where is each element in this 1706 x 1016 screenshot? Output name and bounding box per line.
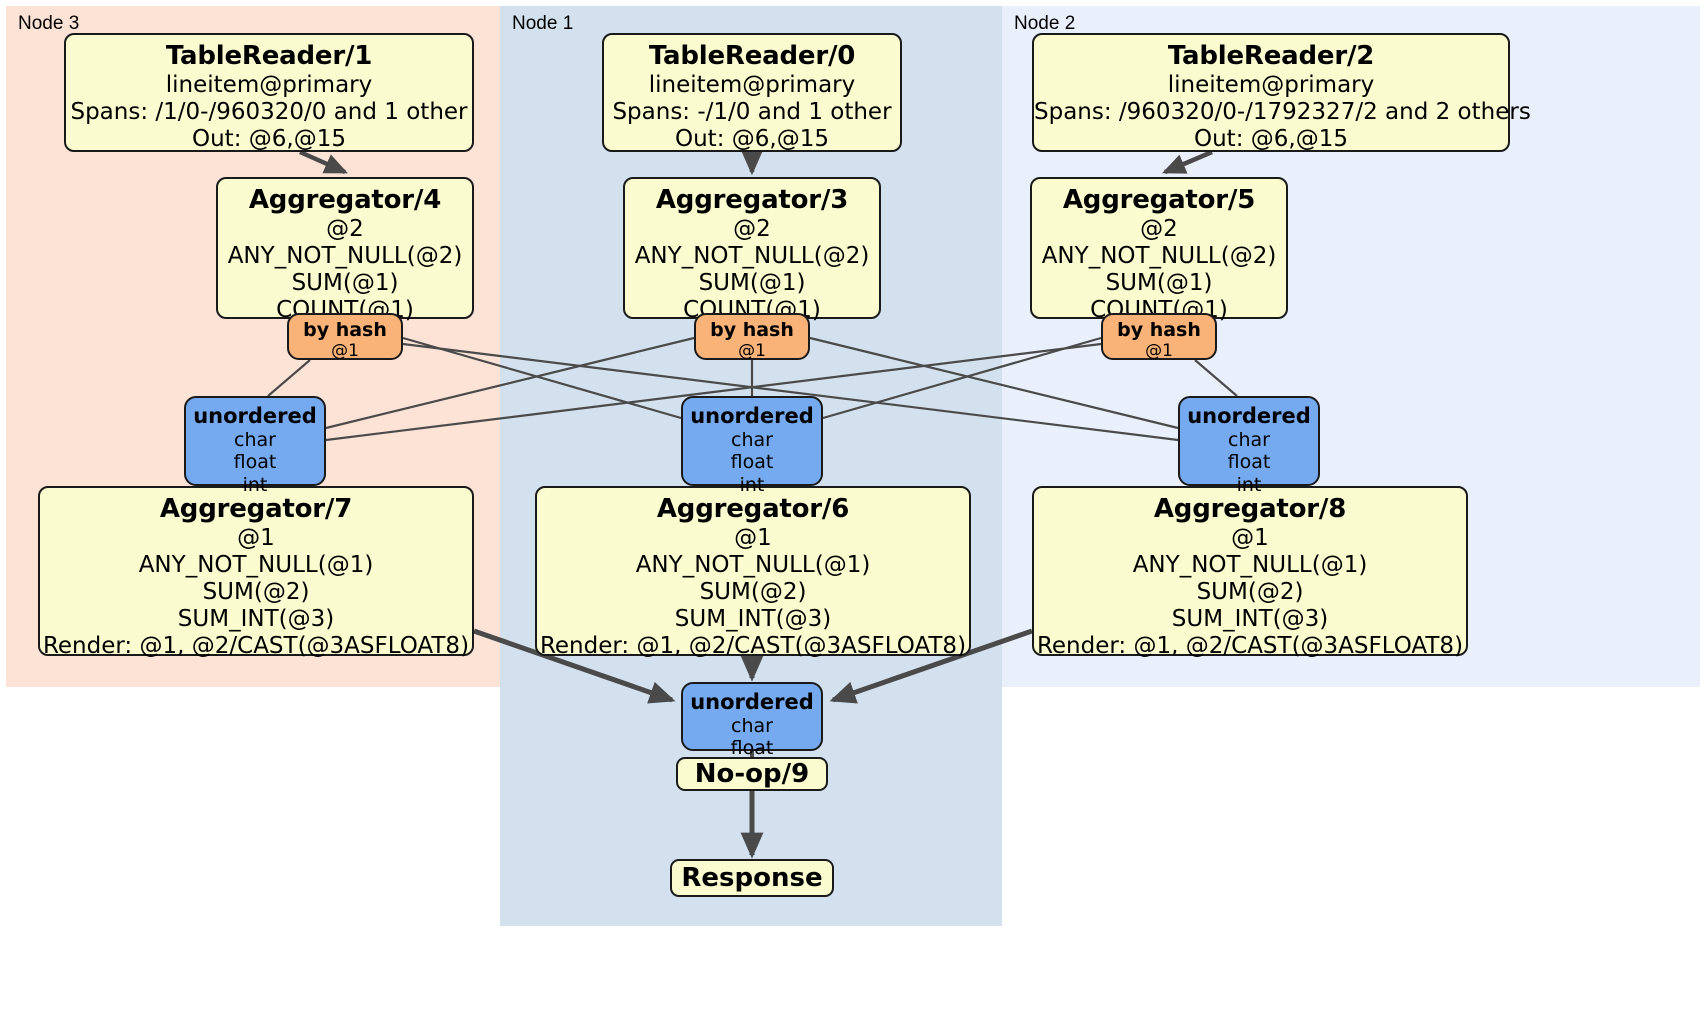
processor-aggregator-8-detail: ANY_NOT_NULL(@1) bbox=[1132, 551, 1368, 578]
synchronizer-unordered-middle-detail: char bbox=[731, 428, 773, 451]
hash-router-by-hash-3-title: by hash bbox=[710, 319, 794, 341]
processor-aggregator-6-title: Aggregator/6 bbox=[656, 494, 850, 524]
hash-router-by-hash-4[interactable]: by hash@1 bbox=[287, 313, 403, 362]
hash-router-by-hash-3-detail: @1 bbox=[738, 341, 766, 362]
processor-aggregator-3-detail: SUM(@1) bbox=[698, 269, 806, 296]
hash-router-by-hash-5-title: by hash bbox=[1117, 319, 1201, 341]
processor-tablereader-1-detail: Spans: /1/0-/960320/0 and 1 other bbox=[70, 98, 468, 125]
synchronizer-unordered-right-title: unordered bbox=[1187, 404, 1311, 428]
processor-aggregator-7-detail: @1 bbox=[237, 524, 275, 551]
processor-tablereader-1-detail: lineitem@primary bbox=[165, 71, 373, 98]
synchronizer-unordered-right-detail: char bbox=[1228, 428, 1270, 451]
processor-aggregator-8-detail: SUM(@2) bbox=[1196, 578, 1304, 605]
processor-tablereader-1-detail: Out: @6,@15 bbox=[192, 125, 346, 152]
hash-router-by-hash-3[interactable]: by hash@1 bbox=[694, 313, 810, 362]
hash-router-by-hash-4-title: by hash bbox=[303, 319, 387, 341]
processor-aggregator-7-detail: Render: @1, @2/CAST(@3ASFLOAT8) bbox=[42, 633, 470, 660]
processor-aggregator-4-detail: SUM(@1) bbox=[291, 269, 399, 296]
synchronizer-unordered-left-detail: int bbox=[242, 473, 268, 496]
synchronizer-unordered-right-detail: float bbox=[1227, 451, 1271, 474]
processor-tablereader-0-detail: lineitem@primary bbox=[648, 71, 856, 98]
processor-aggregator-7-detail: SUM_INT(@3) bbox=[177, 606, 335, 633]
processor-aggregator-7-detail: ANY_NOT_NULL(@1) bbox=[138, 551, 374, 578]
terminal-no-op-9-title: No-op/9 bbox=[694, 758, 810, 789]
processor-aggregator-6-detail: SUM(@2) bbox=[699, 578, 807, 605]
processor-tablereader-1-title: TableReader/1 bbox=[165, 41, 373, 71]
processor-aggregator-3-detail: @2 bbox=[733, 215, 771, 242]
processor-aggregator-5-detail: ANY_NOT_NULL(@2) bbox=[1041, 242, 1277, 269]
processor-tablereader-2-detail: Spans: /960320/0-/1792327/2 and 2 others bbox=[1034, 98, 1531, 125]
processor-aggregator-8-detail: @1 bbox=[1231, 524, 1269, 551]
synchronizer-unordered-final-detail: char bbox=[731, 714, 773, 737]
processor-aggregator-6-detail: Render: @1, @2/CAST(@3ASFLOAT8) bbox=[539, 633, 967, 660]
processor-aggregator-7-title: Aggregator/7 bbox=[159, 494, 353, 524]
processor-tablereader-2-detail: lineitem@primary bbox=[1167, 71, 1375, 98]
synchronizer-unordered-middle-title: unordered bbox=[690, 404, 814, 428]
terminal-no-op-9[interactable]: No-op/9 bbox=[676, 757, 828, 791]
node-panel-label: Node 1 bbox=[512, 13, 574, 34]
synchronizer-unordered-left-title: unordered bbox=[193, 404, 317, 428]
processor-aggregator-6-detail: @1 bbox=[734, 524, 772, 551]
hash-router-by-hash-4-detail: @1 bbox=[331, 341, 359, 362]
processor-aggregator-5-detail: SUM(@1) bbox=[1105, 269, 1213, 296]
synchronizer-unordered-middle-detail: int bbox=[739, 473, 765, 496]
node-panel-label: Node 3 bbox=[18, 13, 80, 34]
processor-aggregator-6-detail: ANY_NOT_NULL(@1) bbox=[635, 551, 871, 578]
processor-tablereader-0-detail: Out: @6,@15 bbox=[675, 125, 829, 152]
synchronizer-unordered-final-detail: float bbox=[730, 737, 774, 760]
processor-aggregator-5-detail: @2 bbox=[1140, 215, 1178, 242]
terminal-response-title: Response bbox=[681, 862, 823, 893]
processor-aggregator-8-detail: SUM_INT(@3) bbox=[1171, 606, 1329, 633]
processor-aggregator-3-title: Aggregator/3 bbox=[655, 185, 849, 215]
processor-tablereader-2-title: TableReader/2 bbox=[1167, 41, 1375, 71]
synchronizer-unordered-left-detail: char bbox=[234, 428, 276, 451]
hash-router-by-hash-5-detail: @1 bbox=[1145, 341, 1173, 362]
processor-aggregator-8-detail: Render: @1, @2/CAST(@3ASFLOAT8) bbox=[1036, 633, 1464, 660]
processor-aggregator-4-title: Aggregator/4 bbox=[248, 185, 442, 215]
processor-aggregator-8-title: Aggregator/8 bbox=[1153, 494, 1347, 524]
synchronizer-unordered-left-detail: float bbox=[233, 451, 277, 474]
processor-aggregator-7-detail: SUM(@2) bbox=[202, 578, 310, 605]
processor-tablereader-0-title: TableReader/0 bbox=[648, 41, 856, 71]
processor-aggregator-3-detail: ANY_NOT_NULL(@2) bbox=[634, 242, 870, 269]
terminal-response[interactable]: Response bbox=[670, 859, 834, 897]
processor-tablereader-2-detail: Out: @6,@15 bbox=[1194, 125, 1348, 152]
node-panel-label: Node 2 bbox=[1014, 13, 1076, 34]
synchronizer-unordered-right-detail: int bbox=[1236, 473, 1262, 496]
synchronizer-unordered-final-title: unordered bbox=[690, 690, 814, 714]
processor-tablereader-0-detail: Spans: -/1/0 and 1 other bbox=[612, 98, 892, 125]
processor-aggregator-4-detail: @2 bbox=[326, 215, 364, 242]
processor-aggregator-5-title: Aggregator/5 bbox=[1062, 185, 1256, 215]
hash-router-by-hash-5[interactable]: by hash@1 bbox=[1101, 313, 1217, 362]
processor-aggregator-4-detail: ANY_NOT_NULL(@2) bbox=[227, 242, 463, 269]
synchronizer-unordered-middle-detail: float bbox=[730, 451, 774, 474]
processor-aggregator-6-detail: SUM_INT(@3) bbox=[674, 606, 832, 633]
